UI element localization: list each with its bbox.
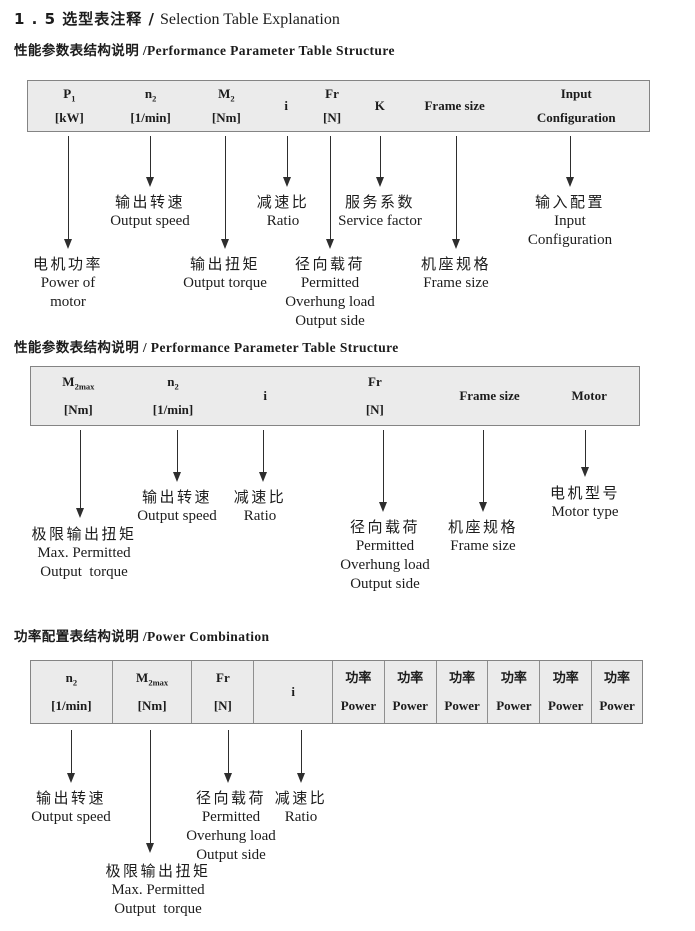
- label-overhung-load: 径向载荷 Permitted Overhung load Output side: [340, 518, 430, 592]
- col-m2: M2 [Nm]: [211, 86, 241, 125]
- label-ratio: 减速比 Ratio: [274, 789, 328, 825]
- label-ratio: 减速比 Ratio: [233, 488, 287, 524]
- col-fr: Fr [N]: [323, 86, 342, 125]
- arrow-i-icon: [259, 430, 267, 482]
- col-i: i: [254, 661, 333, 723]
- section-2-heading: 性能参数表结构说明 / Performance Parameter Table …: [14, 340, 399, 355]
- arrow-i-icon: [297, 730, 305, 783]
- col-power-3: 功率 Power: [437, 661, 489, 723]
- page-title: 1 . 5 选型表注释 /Selection Table Explanation: [14, 8, 340, 29]
- arrow-n2-icon: [67, 730, 75, 783]
- col-m2max: M2max [Nm]: [62, 374, 95, 417]
- col-power-6: 功率 Power: [599, 670, 635, 713]
- label-ratio: 减速比 Ratio: [256, 193, 310, 229]
- label-output-speed: 输出转速 Output speed: [137, 488, 217, 524]
- col-n2: n2 [1/min]: [152, 374, 194, 417]
- arrow-n2-icon: [146, 136, 154, 187]
- label-frame-size: 机座规格 Frame size: [447, 518, 519, 554]
- col-n2: n2 [1/min]: [31, 661, 113, 723]
- arrow-i-icon: [283, 136, 291, 187]
- col-power-2: 功率 Power: [385, 661, 437, 723]
- label-frame-size: 机座规格 Frame size: [420, 255, 492, 291]
- arrow-frame-size-icon: [479, 430, 487, 512]
- label-input-configuration: 输入配置 Input Configuration: [527, 193, 613, 248]
- label-overhung-load: 径向载荷 Permitted Overhung load Output side: [285, 255, 375, 329]
- power-combination-table: n2 [1/min] M2max [Nm] Fr [N] i 功率 Power …: [30, 660, 643, 724]
- arrow-p1-icon: [64, 136, 72, 249]
- performance-table-1: P1 [kW] n2 [1/min] M2 [Nm] i Fr [N] K Fr…: [27, 80, 650, 132]
- label-max-output-torque: 极限输出扭矩 Max. Permitted Output torque: [105, 862, 211, 917]
- label-output-speed: 输出转速 Output speed: [110, 193, 190, 229]
- col-power-1: 功率 Power: [333, 661, 385, 723]
- col-i: i: [263, 388, 268, 403]
- label-service-factor: 服务系数 Service factor: [338, 193, 422, 229]
- label-motor-type: 电机型号 Motor type: [549, 484, 621, 520]
- col-motor: Motor: [571, 388, 607, 403]
- label-output-speed: 输出转速 Output speed: [31, 789, 111, 825]
- arrow-m2max-icon: [76, 430, 84, 518]
- col-n2: n2 [1/min]: [130, 86, 171, 125]
- arrow-n2-icon: [173, 430, 181, 482]
- col-k: K: [374, 98, 385, 113]
- page-title-zh: 1 . 5 选型表注释 /: [14, 10, 155, 28]
- page-title-en: Selection Table Explanation: [159, 11, 340, 28]
- arrow-input-configuration-icon: [566, 136, 574, 187]
- col-frame-size: Frame size: [459, 388, 520, 403]
- arrow-k-icon: [376, 136, 384, 187]
- label-power-of-motor: 电机功率 Power of motor: [32, 255, 104, 310]
- arrow-frame-size-icon: [452, 136, 460, 249]
- col-fr: Fr [N]: [365, 374, 384, 417]
- label-max-output-torque: 极限输出扭矩 Max. Permitted Output torque: [31, 525, 137, 580]
- col-m2max: M2max [Nm]: [113, 661, 193, 723]
- arrow-motor-icon: [581, 430, 589, 477]
- performance-table-2: M2max [Nm] n2 [1/min] i Fr [N] Frame siz…: [30, 366, 640, 426]
- label-overhung-load: 径向载荷 Permitted Overhung load Output side: [186, 789, 276, 863]
- col-frame-size: Frame size: [424, 98, 485, 113]
- col-fr: Fr [N]: [192, 661, 255, 723]
- arrow-m2-icon: [221, 136, 229, 249]
- arrow-fr-icon: [379, 430, 387, 512]
- arrow-fr-icon: [224, 730, 232, 783]
- arrow-m2max-icon: [146, 730, 154, 853]
- col-i: i: [284, 98, 288, 113]
- arrow-fr-icon: [326, 136, 334, 249]
- col-power-4: 功率 Power: [488, 661, 541, 723]
- col-p1: P1 [kW]: [54, 86, 84, 125]
- section-3-heading: 功率配置表结构说明 /Power Combination: [14, 629, 270, 644]
- section-1-heading: 性能参数表结构说明 /Performance Parameter Table S…: [14, 43, 395, 58]
- col-input-configuration: Input Configuration: [536, 86, 616, 125]
- label-output-torque: 输出扭矩 Output torque: [183, 255, 267, 291]
- col-power-5: 功率 Power: [540, 661, 593, 723]
